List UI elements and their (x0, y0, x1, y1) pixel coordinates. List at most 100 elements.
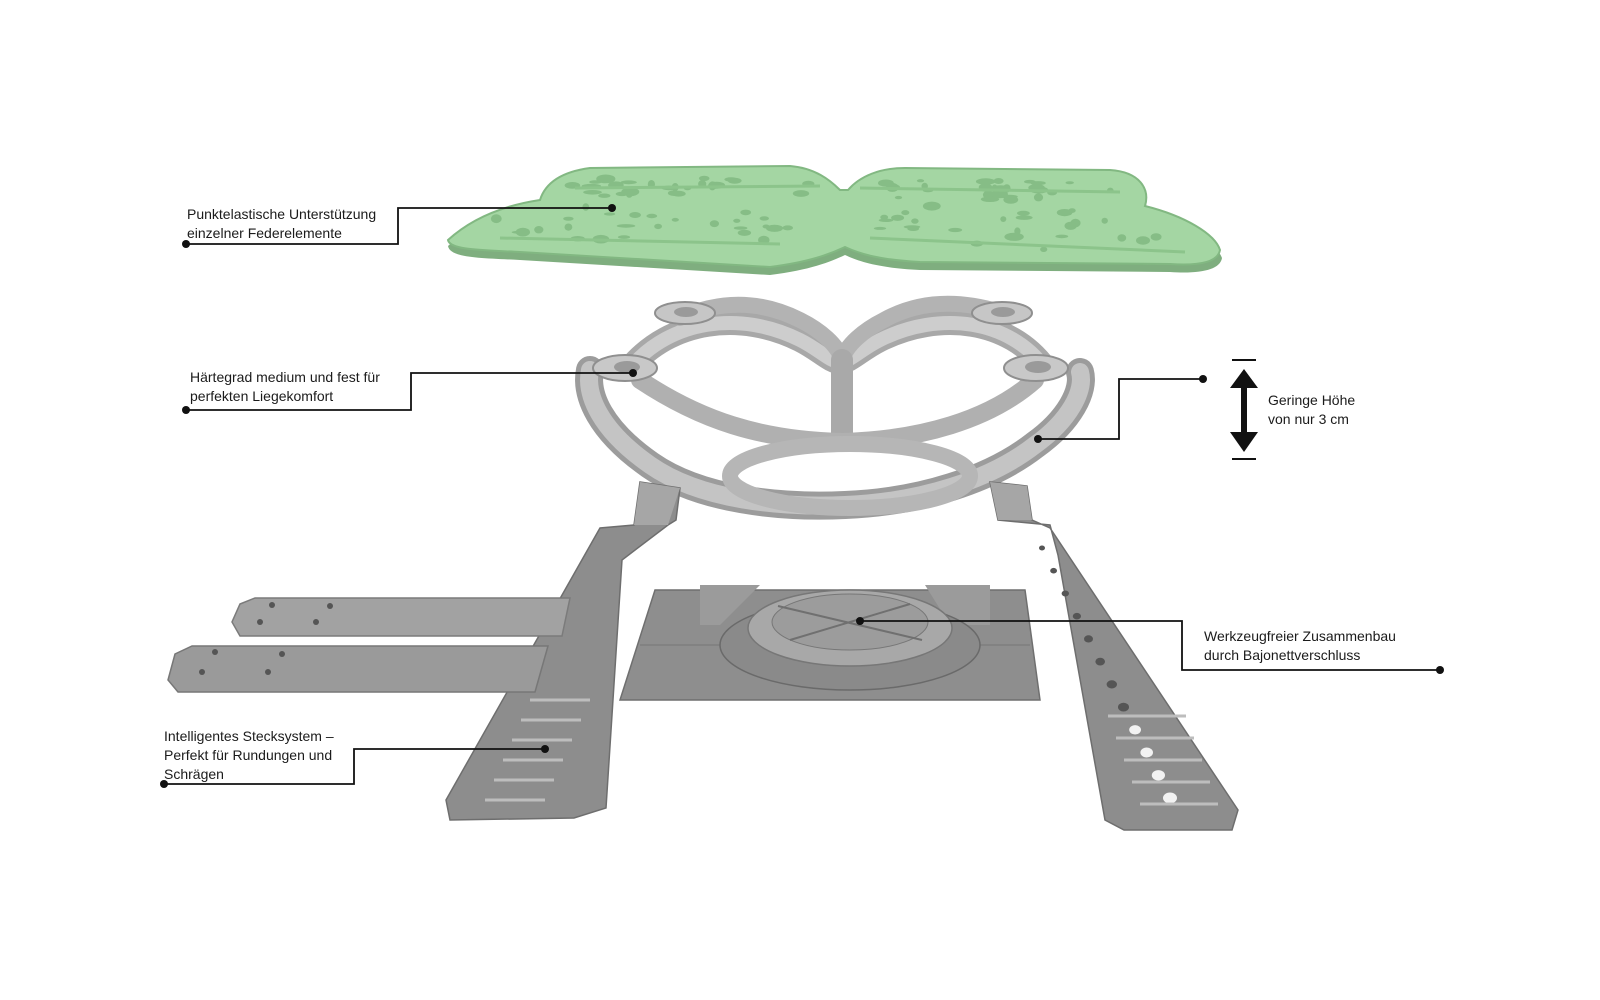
green-layer-hole (873, 226, 887, 230)
arm-hole (199, 669, 205, 675)
green-layer-hole (948, 227, 963, 233)
label-rails: Intelligentes Stecksystem – Perfekt für … (164, 727, 334, 784)
height-indicator-arrow (1230, 359, 1258, 460)
rail-hole (1106, 680, 1118, 689)
green-layer-hole (1014, 227, 1021, 236)
green-layer-hole (1000, 216, 1007, 223)
green-layer-hole (891, 214, 905, 221)
rail-hole (1061, 590, 1070, 597)
green-layer-hole (617, 235, 631, 239)
center-plate-wing (925, 585, 990, 625)
right-rail-top (990, 482, 1032, 520)
height-arrowhead-up (1230, 369, 1258, 388)
rail-hole (1084, 635, 1093, 643)
frame-center-ring (722, 436, 978, 516)
green-layer-hole (671, 190, 686, 197)
label-line: Schrägen (164, 766, 224, 782)
green-layer-hole (698, 175, 710, 181)
green-layer-hole (582, 203, 590, 211)
green-layer-groove (499, 184, 1186, 254)
label-line: Härtegrad medium und fest für (190, 369, 380, 385)
green-layer-hole (792, 190, 810, 197)
green-layer-hole (671, 217, 679, 222)
green-layer-hole (626, 192, 633, 198)
left-rail (445, 481, 681, 821)
green-layer-hole (880, 214, 889, 220)
leader-lines (164, 207, 1440, 785)
green-layer-hole (922, 201, 941, 211)
rail-hole (1118, 702, 1129, 712)
green-layer-hole (1017, 210, 1030, 216)
green-layer-hole (782, 225, 793, 231)
green-layer-hole (737, 229, 752, 236)
green-layer-hole (1064, 221, 1077, 230)
green-layer-hole (911, 218, 919, 224)
rail-hole (1095, 657, 1105, 666)
leader-dot (182, 240, 190, 248)
green-layer-hole (733, 218, 741, 223)
green-layer-hole (1065, 181, 1074, 185)
left-rail-slots (485, 698, 590, 802)
frame-pad-top-right-hole (991, 307, 1015, 317)
green-layer-hole (564, 223, 573, 231)
green-layer-hole (1004, 232, 1024, 241)
frame-pad-top-left-hole (674, 307, 698, 317)
leader-dot (1436, 666, 1444, 674)
green-layer-hole (1040, 246, 1048, 252)
green-layer-hole (727, 177, 742, 184)
rail-hole (1129, 725, 1141, 735)
leader-bayonet (860, 620, 1440, 671)
green-layer-hole (490, 214, 502, 224)
label-line: Werkzeugfreier Zusammenbau (1204, 628, 1396, 644)
green-layer-hole (1033, 193, 1044, 202)
arm-hole (313, 619, 319, 625)
green-layer-hole (1056, 209, 1073, 217)
green-layer-hole (1030, 181, 1046, 186)
green-layer-hole (620, 180, 637, 185)
label-height: Geringe Höhe von nur 3 cm (1268, 391, 1355, 429)
green-layer-hole (603, 212, 616, 216)
green-layer-hole (589, 180, 602, 184)
green-layer-hole (596, 174, 616, 184)
label-line: Intelligentes Stecksystem – (164, 728, 334, 744)
leader-dot (856, 617, 864, 625)
rail-hole (1050, 567, 1057, 574)
label-top-layer: Punktelastische Unterstützung einzelner … (187, 205, 376, 243)
label-bayonet: Werkzeugfreier Zusammenbau durch Bajonet… (1204, 627, 1396, 665)
green-layer-hole (894, 195, 903, 200)
leader-dot (1199, 375, 1207, 383)
leader-dot (1034, 435, 1042, 443)
green-layer-hole (759, 216, 769, 221)
label-frame: Härtegrad medium und fest für perfekten … (190, 368, 380, 406)
leader-dot (160, 780, 168, 788)
center-plate-wing (700, 585, 760, 625)
green-layer-hole (903, 225, 921, 229)
green-layer-hole (980, 196, 1000, 202)
label-line: Punktelastische Unterstützung (187, 206, 377, 222)
leader-frame (186, 372, 633, 411)
leader-dots (160, 204, 1444, 788)
label-line: perfekten Liegekomfort (190, 388, 334, 404)
arm-hole (212, 649, 218, 655)
label-line: einzelner Federelemente (187, 225, 342, 241)
green-layer-hole (1015, 215, 1033, 220)
base-plate-system (167, 481, 1239, 831)
lower-arm (167, 645, 549, 693)
leader-rails (164, 748, 545, 785)
green-layer-hole (654, 223, 662, 230)
support-frame (575, 295, 1095, 520)
arm-hole (269, 602, 275, 608)
bayonet-cross (777, 603, 923, 641)
label-line: von nur 3 cm (1268, 411, 1349, 427)
green-layer-hole (916, 179, 925, 183)
height-arrowhead-down (1230, 432, 1258, 452)
green-layer-hole (766, 224, 783, 232)
green-layer-hole (1055, 234, 1069, 239)
right-rail-holes (1039, 545, 1218, 806)
leader-height (1038, 378, 1203, 440)
green-layer-hole (740, 209, 752, 216)
leader-dot (629, 369, 637, 377)
leader-dot (541, 745, 549, 753)
green-layer-hole (616, 224, 636, 228)
